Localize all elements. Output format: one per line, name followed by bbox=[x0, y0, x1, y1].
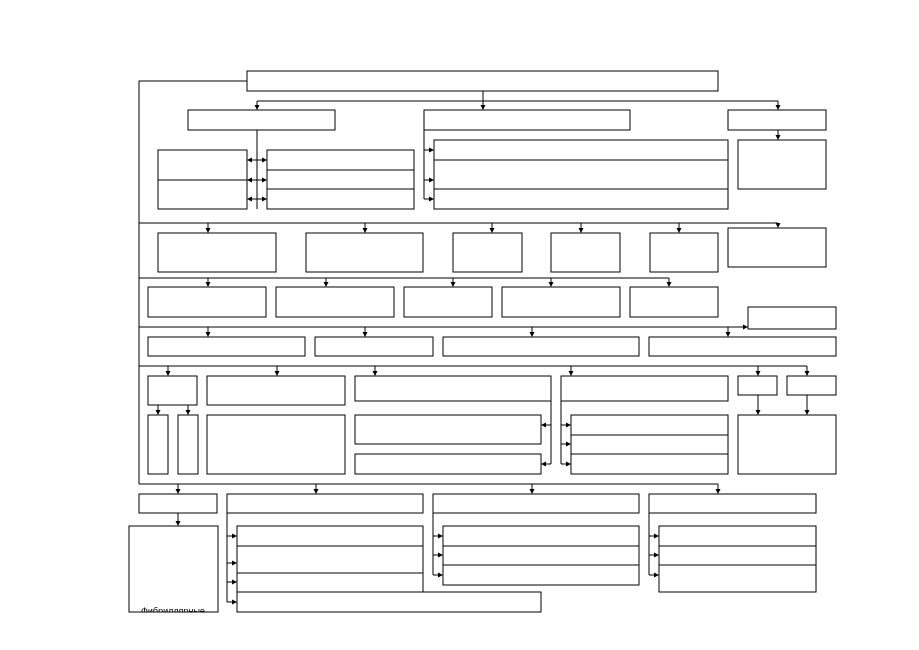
middle-list-item-2 bbox=[433, 159, 729, 190]
row5-box-3 bbox=[354, 375, 552, 402]
row5-list-item-2 bbox=[570, 434, 729, 455]
row2-box-2 bbox=[305, 232, 424, 273]
row5-large-box bbox=[206, 414, 346, 475]
row5-box-2 bbox=[206, 375, 346, 406]
row4-box-3 bbox=[442, 336, 640, 357]
row6a-list-item-1 bbox=[236, 525, 424, 547]
middle-list-item-3 bbox=[433, 188, 729, 210]
row5-list-item-3 bbox=[570, 453, 729, 475]
left-list-item-3 bbox=[266, 188, 415, 210]
middle-list-item-1 bbox=[433, 139, 729, 161]
branch-middle-box bbox=[423, 109, 631, 131]
row6b-list-item-3 bbox=[442, 564, 640, 586]
cut-off-label: Фибриллярные bbox=[141, 606, 205, 616]
row6-box-4 bbox=[648, 493, 817, 514]
left-stacked-box-top bbox=[157, 149, 248, 181]
row5-narrow-box-1 bbox=[147, 414, 169, 475]
row5-list-item-1 bbox=[570, 414, 729, 436]
row2-box-3 bbox=[452, 232, 523, 273]
row6-tall-box bbox=[128, 525, 219, 613]
row2-box-4 bbox=[550, 232, 621, 273]
row4-box-4 bbox=[648, 336, 837, 357]
row6b-list-item-2 bbox=[442, 545, 640, 566]
row6a-list-item-2 bbox=[236, 545, 424, 574]
branch-left-box bbox=[187, 109, 336, 131]
row3-box-4 bbox=[501, 286, 621, 318]
row6-box-3 bbox=[432, 493, 640, 514]
row6c-list-item-2 bbox=[658, 545, 817, 566]
row6a-list-item-3 bbox=[236, 572, 424, 593]
row5-sub-box-2 bbox=[354, 453, 542, 475]
row5-sub-box-1 bbox=[354, 414, 542, 445]
row3-side-box bbox=[747, 306, 837, 330]
row6b-list-item-1 bbox=[442, 525, 640, 547]
row5-box-6 bbox=[786, 375, 837, 396]
diagram-boxes bbox=[128, 70, 837, 613]
row5-box-1 bbox=[147, 375, 198, 406]
right-child-box bbox=[737, 139, 827, 190]
row4-box-1 bbox=[147, 336, 306, 357]
row3-box-2 bbox=[275, 286, 395, 318]
row6c-list-item-3 bbox=[658, 564, 817, 593]
row6a-wide-box bbox=[236, 591, 542, 613]
root-box bbox=[246, 70, 719, 92]
row5-narrow-box-2 bbox=[177, 414, 199, 475]
row3-box-3 bbox=[403, 286, 493, 318]
row3-box-1 bbox=[147, 286, 267, 318]
cut-label-group: Фибриллярные bbox=[141, 606, 205, 616]
left-stacked-box-bottom bbox=[157, 179, 248, 210]
left-list-item-1 bbox=[266, 149, 415, 171]
row5-right-large-box bbox=[737, 414, 837, 475]
arrowheads bbox=[155, 105, 810, 605]
row6-box-2 bbox=[226, 493, 424, 514]
row2-box-1 bbox=[157, 232, 277, 273]
row4-box-2 bbox=[314, 336, 434, 357]
row2-box-6 bbox=[727, 227, 827, 268]
row5-box-4 bbox=[560, 375, 729, 402]
row6-box-1 bbox=[138, 493, 218, 514]
row5-box-5 bbox=[737, 375, 778, 396]
row2-box-5 bbox=[649, 232, 719, 273]
left-list-item-2 bbox=[266, 169, 415, 190]
connector-lines bbox=[138, 80, 808, 603]
branch-right-box bbox=[727, 109, 827, 131]
row3-box-5 bbox=[629, 286, 719, 318]
row6c-list-item-1 bbox=[658, 525, 817, 547]
